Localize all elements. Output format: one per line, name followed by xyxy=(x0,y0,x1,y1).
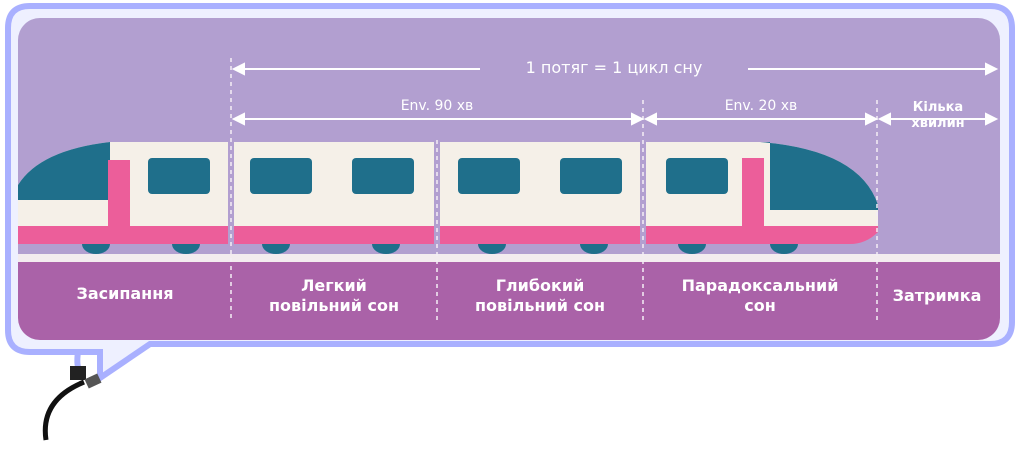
train xyxy=(18,142,878,254)
span-arrow-20 xyxy=(643,112,879,126)
span-arrow-90 xyxy=(231,112,645,126)
stage-label-deep-sleep: Глибокий повільний сон xyxy=(474,276,606,315)
span-arrow-minutes xyxy=(877,112,999,126)
stage-label-delay: Затримка xyxy=(892,286,982,305)
cycle-arrow xyxy=(231,62,999,76)
train-car-3 xyxy=(440,142,640,254)
stage-label-light-sleep: Легкий повільний сон xyxy=(268,276,400,315)
cycle-label: 1 потяг = 1 цикл сну xyxy=(525,58,703,77)
train-car-rear xyxy=(646,142,878,254)
cable-icon xyxy=(42,351,102,441)
train-car-2 xyxy=(234,142,434,254)
stage-label-falling-asleep: Засипання xyxy=(76,284,174,303)
rail xyxy=(18,254,1000,262)
span-label-90: Env. 90 хв xyxy=(400,98,474,114)
panel-bottom xyxy=(18,262,1000,340)
span-label-20: Env. 20 хв xyxy=(724,98,798,114)
span-label-minutes: Кілька хвилин xyxy=(911,100,965,131)
stage-separators xyxy=(230,58,878,322)
stage-label-rem-sleep: Парадоксальний сон xyxy=(681,276,839,315)
train-car-front xyxy=(18,142,228,254)
